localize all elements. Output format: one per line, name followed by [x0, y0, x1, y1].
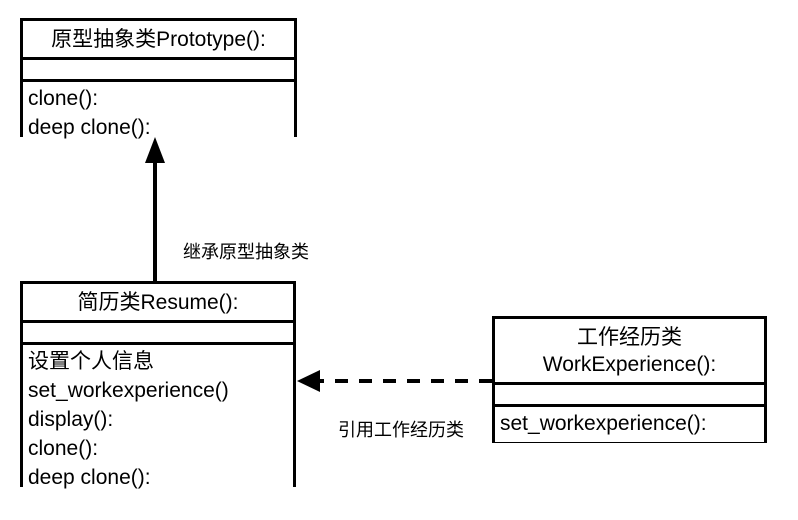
class-attributes-resume: [23, 320, 293, 342]
class-title-workexperience: 工作经历类 WorkExperience():: [495, 319, 764, 382]
inheritance-connector: [145, 137, 165, 281]
class-title-prototype: 原型抽象类Prototype():: [23, 21, 294, 57]
relation-label-dependency: 引用工作经历类: [338, 420, 464, 440]
method-line: 设置个人信息: [28, 350, 154, 373]
method-line: clone():: [28, 87, 99, 110]
class-attributes-workexperience: [495, 382, 764, 404]
relation-label-inheritance: 继承原型抽象类: [183, 242, 309, 262]
class-methods-resume: 设置个人信息 set_workexperience() display(): c…: [23, 342, 293, 496]
class-box-workexperience[interactable]: 工作经历类 WorkExperience(): set_workexperien…: [492, 316, 767, 443]
method-line: deep clone():: [28, 466, 151, 489]
method-line: display():: [28, 408, 114, 431]
class-box-resume[interactable]: 简历类Resume(): 设置个人信息 set_workexperience()…: [20, 281, 296, 496]
class-title-resume: 简历类Resume():: [23, 284, 293, 320]
class-methods-workexperience: set_workexperience():: [495, 404, 764, 442]
class-attributes-prototype: [23, 57, 294, 79]
method-line: set_workexperience():: [500, 412, 707, 435]
method-line: deep clone():: [28, 116, 151, 139]
class-methods-prototype: clone(): deep clone():: [23, 79, 294, 146]
method-line: set_workexperience(): [28, 379, 229, 402]
method-line: clone():: [28, 437, 99, 460]
class-box-prototype[interactable]: 原型抽象类Prototype(): clone(): deep clone():: [20, 18, 297, 146]
dependency-connector: [297, 370, 492, 392]
dependency-arrowhead-icon: [297, 370, 320, 392]
